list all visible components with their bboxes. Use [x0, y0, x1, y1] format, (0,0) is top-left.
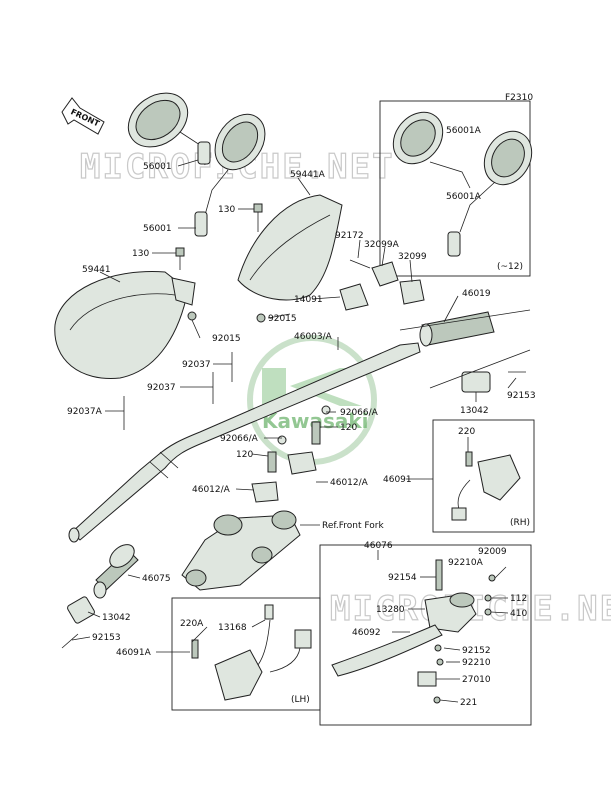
label-46075: 46075 [142, 574, 171, 584]
label-92066a-a: 92066/A [340, 408, 379, 418]
mirror-box [379, 100, 531, 277]
mirror-right-2-icon [447, 130, 533, 257]
label-92015-b: 92015 [212, 334, 241, 344]
label-92153-b: 92153 [92, 633, 121, 643]
nut-92152-icon [434, 644, 442, 652]
label-92154: 92154 [388, 573, 417, 583]
label-59441a: 59441A [290, 170, 326, 180]
label-32099a: 32099A [364, 240, 400, 250]
label-92210: 92210 [462, 658, 491, 668]
label-13042-b: 13042 [102, 613, 131, 623]
bracket-left-icon [171, 277, 197, 321]
mirror-left-icon [127, 92, 211, 166]
weight-left-icon [67, 596, 95, 624]
label-120-a: 120 [340, 423, 357, 433]
label-92152: 92152 [462, 646, 491, 656]
label-13280: 13280 [376, 605, 405, 615]
label-92009: 92009 [478, 547, 507, 557]
label-ref-front-fork: Ref.Front Fork [322, 521, 384, 531]
leader-lines [71, 159, 517, 703]
lh-box-note: (LH) [291, 695, 310, 705]
grip-left-icon [93, 544, 139, 599]
lh-switch-box [171, 597, 321, 711]
label-32099: 32099 [398, 252, 427, 262]
label-92210a: 92210A [448, 558, 484, 568]
label-13042-a: 13042 [460, 406, 489, 416]
label-59441: 59441 [82, 265, 111, 275]
screw-92153-left-icon [61, 633, 79, 649]
clamp-lower-icon [251, 481, 279, 503]
screw-410-icon [484, 608, 492, 616]
switch-lh-icon [191, 604, 312, 701]
nut-92210-icon [436, 658, 444, 666]
mirror-box-note: (~12) [497, 262, 523, 272]
label-56001-b: 56001 [143, 224, 172, 234]
mirror-right-icon [392, 111, 471, 189]
label-46003a: 46003/A [294, 332, 333, 342]
fork-bracket-icon [181, 510, 301, 591]
label-92037a: 92037A [67, 407, 103, 417]
label-92037-b: 92037 [147, 383, 176, 393]
label-56001a-b: 56001A [446, 192, 482, 202]
label-221: 221 [460, 698, 477, 708]
label-13168: 13168 [218, 623, 247, 633]
hand-guard-left-icon [54, 271, 189, 379]
rh-box-note: (RH) [510, 518, 530, 528]
label-130-a: 130 [218, 205, 235, 215]
front-arrow-icon: FRONT [61, 97, 105, 135]
label-92066a-b: 92066/A [220, 434, 259, 444]
label-220: 220 [458, 427, 475, 437]
mirror-left-2-icon [194, 113, 266, 237]
diagram-code: F2310 [505, 93, 533, 103]
label-46012a-b: 46012/A [330, 478, 369, 488]
nut-92015-icon [256, 313, 266, 323]
label-46076: 46076 [364, 541, 393, 551]
clutch-lever-icon [331, 624, 443, 677]
label-92015-a: 92015 [268, 314, 297, 324]
label-14091: 14091 [294, 295, 323, 305]
screw-112-icon [484, 594, 492, 602]
nut-92009-icon [488, 574, 496, 582]
label-92153-a: 92153 [507, 391, 536, 401]
label-46091: 46091 [383, 475, 412, 485]
handlebar-icon [68, 342, 421, 543]
rh-switch-box [432, 419, 535, 533]
hand-guard-right-icon [237, 194, 343, 301]
label-130-b: 130 [132, 249, 149, 259]
grip-right-icon [419, 311, 495, 347]
label-220a: 220A [180, 619, 204, 629]
label-112: 112 [510, 594, 527, 604]
lever-holder-icon [424, 559, 477, 633]
switch-27010-icon [417, 671, 441, 704]
label-27010: 27010 [462, 675, 491, 685]
label-410: 410 [510, 609, 527, 619]
weight-right-icon [461, 371, 491, 393]
label-92172: 92172 [335, 231, 364, 241]
switch-housing-icon [339, 259, 425, 311]
label-92037-a: 92037 [182, 360, 211, 370]
label-46019: 46019 [462, 289, 491, 299]
label-46091a: 46091A [116, 648, 152, 658]
label-120-b: 120 [236, 450, 253, 460]
label-56001a-a: 56001A [446, 126, 482, 136]
switch-rh-icon [451, 451, 521, 521]
bolt-130-a-icon [253, 203, 263, 232]
label-56001-a: 56001 [143, 162, 172, 172]
label-46012a-a: 46012/A [192, 485, 231, 495]
bolt-130-b-icon [175, 247, 185, 270]
label-46092: 46092 [352, 628, 381, 638]
